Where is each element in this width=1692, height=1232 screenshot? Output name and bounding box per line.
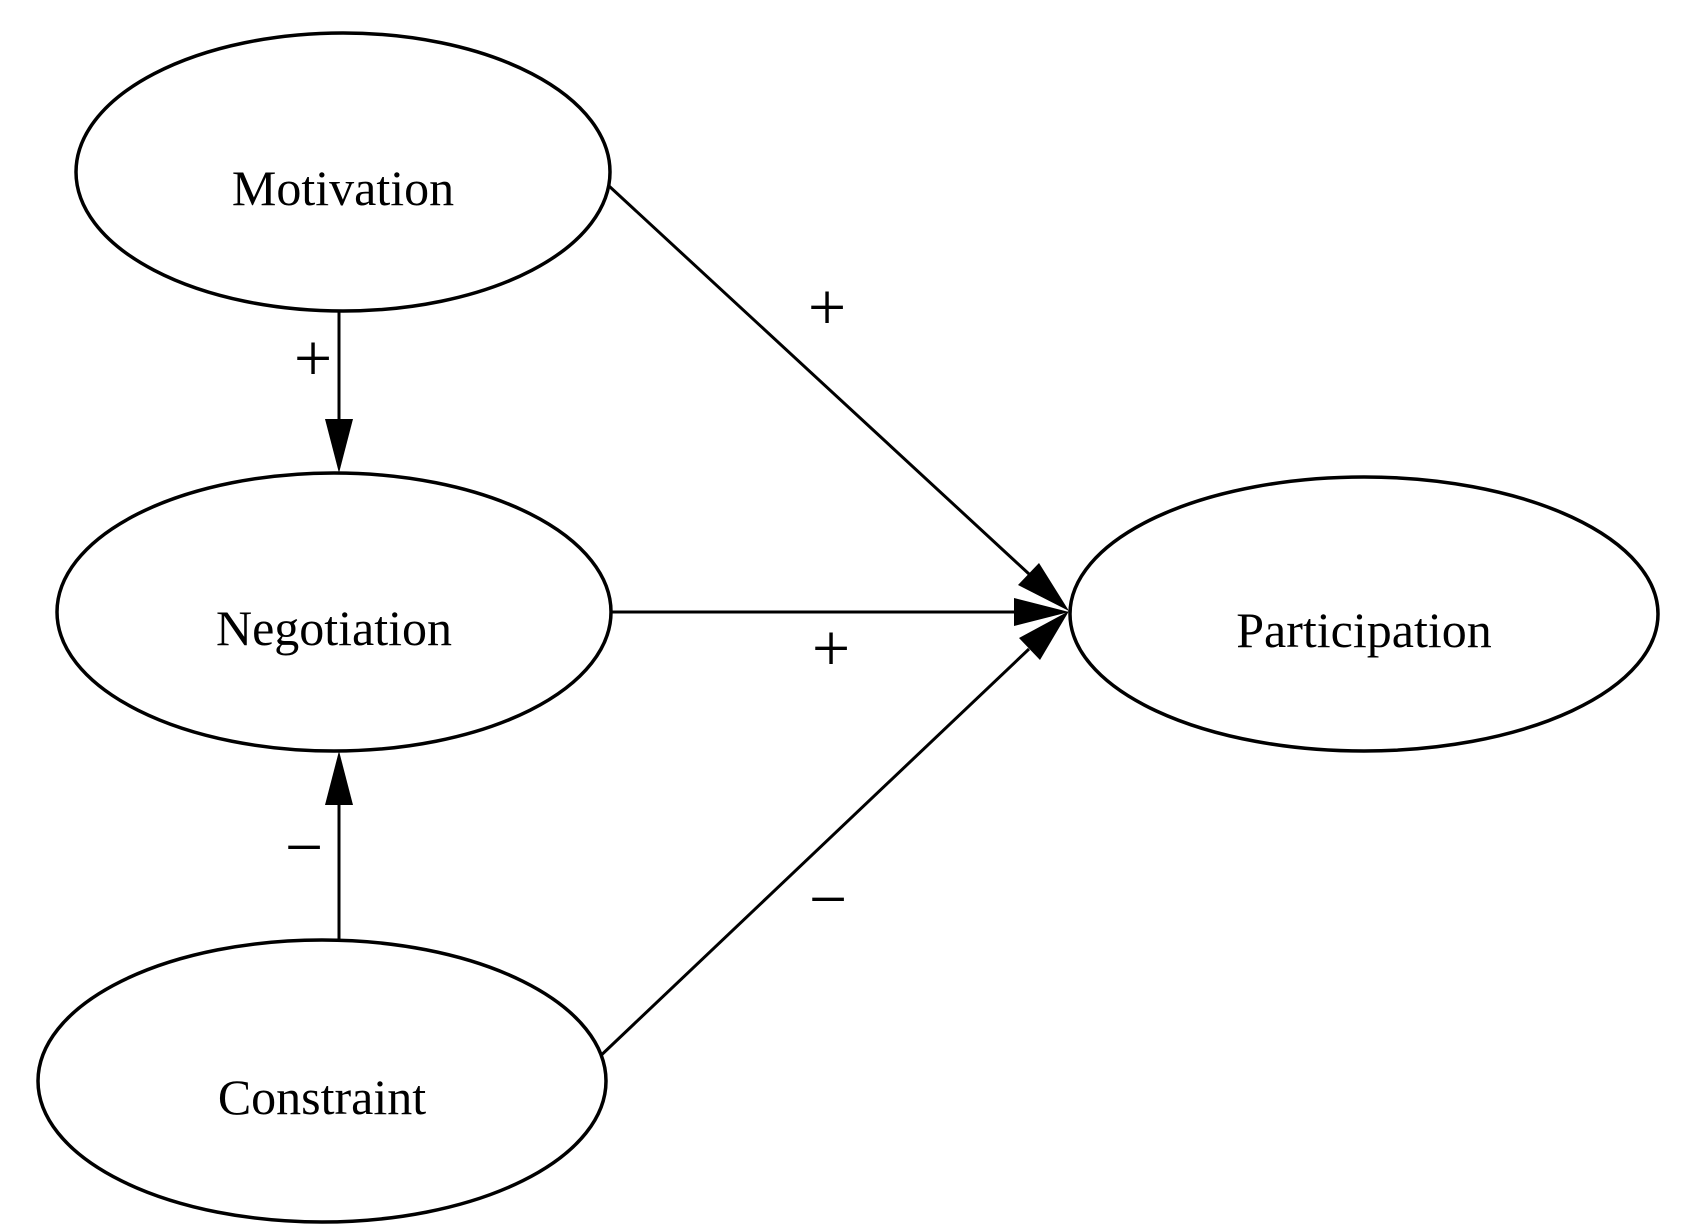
node-constraint-ellipse bbox=[36, 938, 608, 1224]
edge-negotiation-participation: + bbox=[611, 598, 1069, 686]
edge-motivation-negotiation: + bbox=[294, 308, 353, 473]
node-motivation: Motivation bbox=[74, 31, 612, 313]
node-motivation-label: Motivation bbox=[232, 160, 454, 216]
edge-negotiation-participation-sign: + bbox=[812, 610, 850, 686]
edge-motivation-negotiation-arrowhead-icon bbox=[325, 419, 353, 473]
node-participation: Participation bbox=[1068, 475, 1660, 753]
node-motivation-ellipse bbox=[74, 31, 612, 313]
node-participation-ellipse bbox=[1068, 475, 1660, 753]
edge-negotiation-participation-arrowhead-icon bbox=[1014, 598, 1069, 626]
node-negotiation: Negotiation bbox=[55, 471, 613, 753]
edge-motivation-negotiation-sign: + bbox=[294, 320, 332, 396]
node-constraint: Constraint bbox=[36, 938, 608, 1224]
node-negotiation-label: Negotiation bbox=[216, 600, 452, 656]
edge-constraint-negotiation-sign: − bbox=[285, 809, 323, 885]
edge-constraint-participation-arrowhead-icon bbox=[1019, 611, 1069, 660]
edge-constraint-negotiation-arrowhead-icon bbox=[325, 751, 353, 805]
edge-motivation-participation-sign: + bbox=[808, 269, 846, 345]
edge-constraint-participation-line bbox=[592, 647, 1031, 1064]
edge-constraint-negotiation: − bbox=[285, 751, 353, 941]
node-constraint-label: Constraint bbox=[218, 1069, 426, 1125]
edge-constraint-participation: − bbox=[592, 611, 1069, 1064]
edge-motivation-participation-line bbox=[607, 184, 1031, 576]
node-participation-label: Participation bbox=[1236, 602, 1492, 658]
edge-constraint-participation-sign: − bbox=[809, 861, 847, 937]
edge-motivation-participation: + bbox=[607, 184, 1069, 611]
node-negotiation-ellipse bbox=[55, 471, 613, 753]
edge-motivation-participation-arrowhead-icon bbox=[1018, 563, 1069, 611]
